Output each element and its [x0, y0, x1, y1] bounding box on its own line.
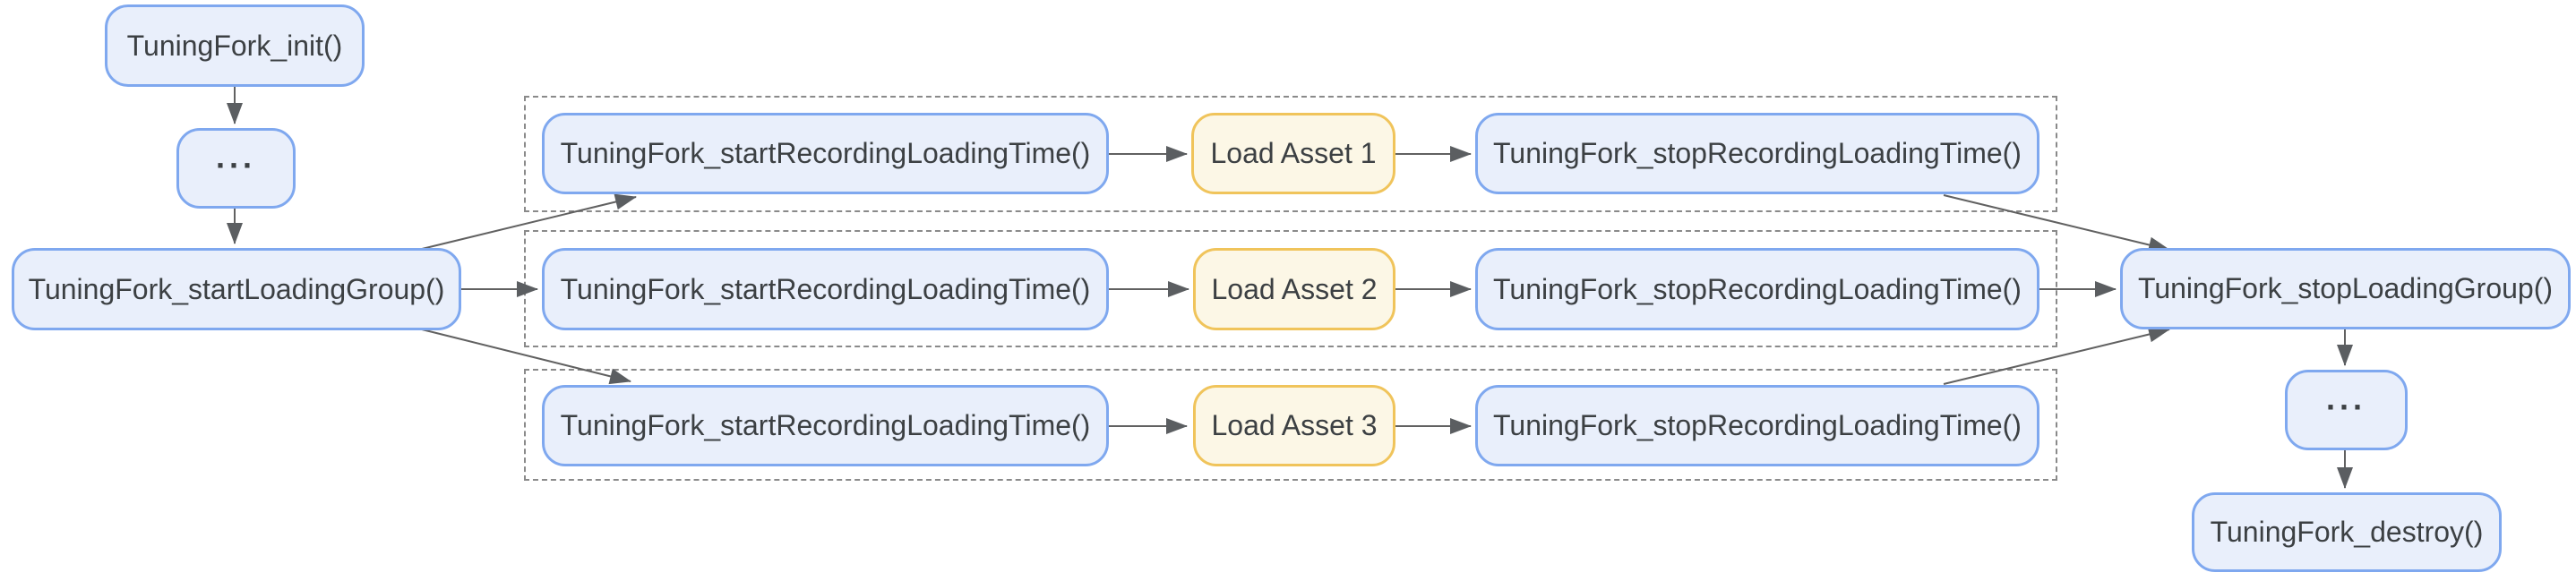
node-ellipsis-left: ... — [176, 128, 296, 209]
node-row2-stop-recording-label: TuningFork_stopRecordingLoadingTime() — [1493, 272, 2022, 305]
group-loading-row-1 — [524, 96, 2057, 212]
node-row3-stop-recording: TuningFork_stopRecordingLoadingTime() — [1475, 385, 2039, 466]
node-ellipsis-left-label: ... — [215, 138, 256, 175]
node-row2-start-recording: TuningFork_startRecordingLoadingTime() — [542, 248, 1109, 330]
node-tuningfork-destroy: TuningFork_destroy() — [2192, 492, 2502, 572]
node-start-loading-group-label: TuningFork_startLoadingGroup() — [28, 272, 445, 305]
node-row3-start-recording: TuningFork_startRecordingLoadingTime() — [542, 385, 1109, 466]
node-row2-stop-recording: TuningFork_stopRecordingLoadingTime() — [1475, 248, 2039, 330]
node-row3-start-recording-label: TuningFork_startRecordingLoadingTime() — [560, 409, 1091, 441]
group-loading-row-3 — [524, 369, 2057, 481]
node-row2-load-asset-label: Load Asset 2 — [1211, 272, 1378, 305]
node-ellipsis-right-label: ... — [2325, 380, 2366, 417]
node-stop-loading-group: TuningFork_stopLoadingGroup() — [2120, 248, 2571, 329]
node-row3-load-asset-label: Load Asset 3 — [1211, 409, 1378, 441]
node-start-loading-group: TuningFork_startLoadingGroup() — [12, 248, 461, 330]
node-ellipsis-right: ... — [2285, 370, 2408, 450]
node-row1-load-asset: Load Asset 1 — [1191, 113, 1395, 194]
node-row3-stop-recording-label: TuningFork_stopRecordingLoadingTime() — [1493, 409, 2022, 441]
node-tuningfork-destroy-label: TuningFork_destroy() — [2210, 516, 2484, 548]
node-row1-load-asset-label: Load Asset 1 — [1210, 137, 1377, 169]
node-row1-start-recording-label: TuningFork_startRecordingLoadingTime() — [560, 137, 1091, 169]
node-row1-start-recording: TuningFork_startRecordingLoadingTime() — [542, 113, 1109, 194]
node-tuningfork-init: TuningFork_init() — [105, 4, 365, 87]
node-row1-stop-recording: TuningFork_stopRecordingLoadingTime() — [1475, 113, 2039, 194]
node-row2-load-asset: Load Asset 2 — [1193, 248, 1395, 330]
node-row3-load-asset: Load Asset 3 — [1193, 385, 1395, 466]
node-tuningfork-init-label: TuningFork_init() — [126, 29, 343, 62]
node-row1-stop-recording-label: TuningFork_stopRecordingLoadingTime() — [1493, 137, 2022, 169]
node-stop-loading-group-label: TuningFork_stopLoadingGroup() — [2137, 272, 2554, 304]
node-row2-start-recording-label: TuningFork_startRecordingLoadingTime() — [560, 272, 1091, 305]
